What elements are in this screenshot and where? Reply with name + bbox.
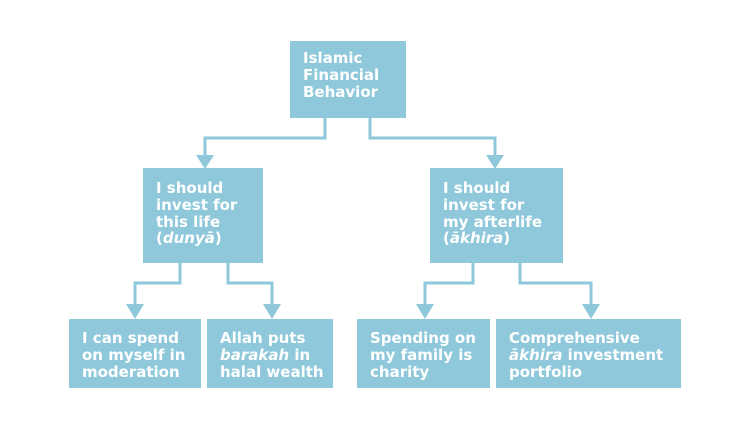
leaf-term-italic: barakah	[220, 345, 290, 364]
leaf-line: on myself in	[82, 345, 186, 364]
this-life-node: I should invest for this life (dunyā)	[143, 168, 263, 263]
connector-right-leaf4	[518, 263, 593, 305]
connector-root-left	[203, 118, 327, 156]
connector-left-leaf1	[133, 263, 182, 305]
node-line: )	[214, 229, 222, 248]
leaf-family-charity: Spending on my family is charity	[357, 319, 490, 388]
node-line: )	[503, 229, 511, 248]
leaf-line: my family is	[370, 345, 473, 364]
node-line: (	[156, 229, 163, 248]
leaf-line: portfolio	[509, 362, 583, 381]
connector-left-leaf2	[226, 263, 274, 305]
leaf-line: Allah puts	[220, 329, 306, 347]
leaf-line: Spending on	[370, 329, 476, 347]
node-line: I should	[156, 179, 224, 197]
node-line: invest for	[443, 195, 525, 214]
root-line: Behavior	[303, 82, 379, 101]
leaf-term-italic: ākhira	[509, 345, 563, 364]
node-line: this life	[156, 212, 221, 231]
node-line: invest for	[156, 195, 238, 214]
arrowhead-leaf3	[416, 304, 434, 319]
leaf-barakah: Allah puts barakah in halal wealth	[207, 319, 333, 388]
leaf-line: investment	[562, 345, 664, 364]
leaf-line: Comprehensive	[509, 329, 640, 347]
arrowhead-right	[486, 155, 504, 169]
leaf-line: halal wealth	[220, 362, 324, 381]
arrowhead-leaf4	[582, 304, 600, 319]
leaf-line: charity	[370, 362, 430, 381]
root-line: Financial	[303, 65, 380, 84]
afterlife-node: I should invest for my afterlife (ākhira…	[430, 168, 563, 263]
leaf-spend-moderation: I can spend on myself in moderation	[69, 319, 201, 388]
leaf-line: moderation	[82, 362, 180, 381]
node-line: (	[443, 229, 450, 248]
connector-right-leaf3	[423, 263, 475, 305]
node-line: my afterlife	[443, 212, 543, 231]
connector-root-right	[368, 118, 497, 156]
node-term-italic: ākhira	[449, 229, 504, 248]
arrowhead-leaf1	[126, 304, 144, 319]
root-line: Islamic	[303, 49, 363, 67]
leaf-line: I can spend	[82, 329, 179, 347]
node-term-italic: dunyā	[162, 229, 215, 248]
node-line: I should	[443, 179, 511, 197]
arrowhead-left	[196, 155, 214, 169]
leaf-akhira-portfolio: Comprehensive ākhira investment portfoli…	[496, 319, 681, 388]
root-node: Islamic Financial Behavior	[290, 41, 406, 118]
leaf-line: in	[289, 345, 311, 364]
arrowhead-leaf2	[263, 304, 281, 319]
